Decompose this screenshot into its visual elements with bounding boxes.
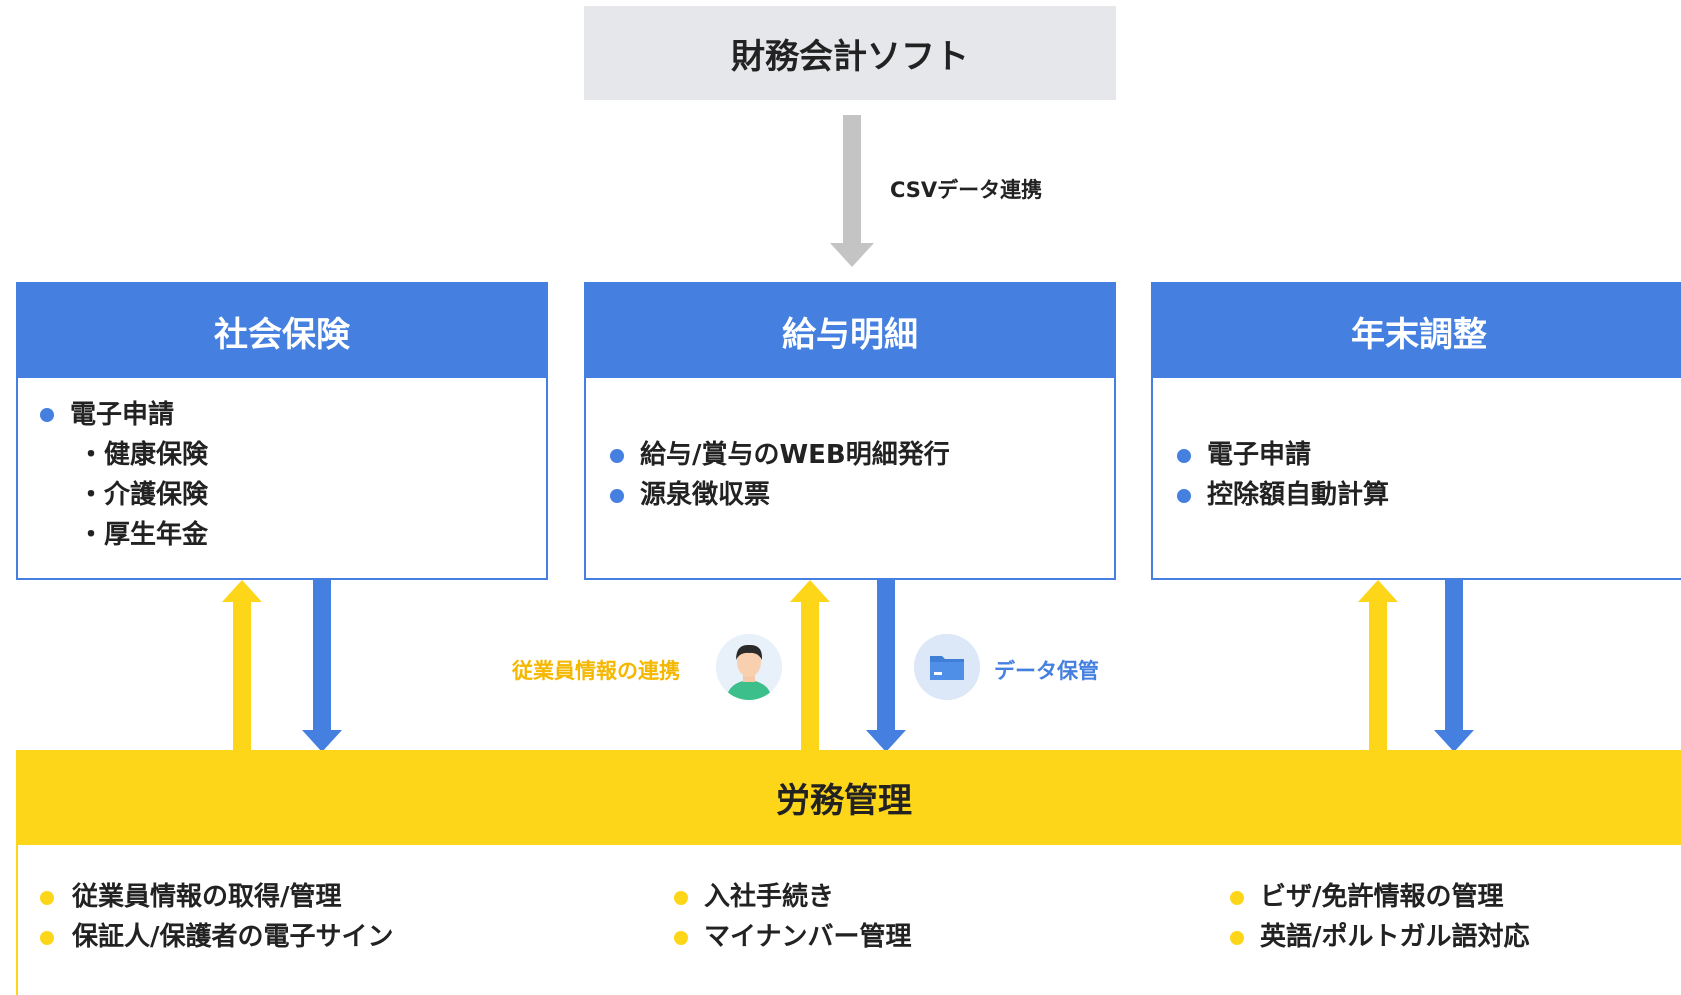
card-item: 電子申請 [1207, 440, 1312, 470]
folder-icon [914, 634, 980, 700]
labor-management-body: 従業員情報の取得/管理 保証人/保護者の電子サイン 入社手続き マイナンバー管理… [16, 845, 1681, 995]
bullet-icon [610, 489, 624, 503]
up-arrow-year-end [1358, 580, 1398, 750]
labor-item: 従業員情報の取得/管理 [72, 882, 342, 912]
labor-item: 英語/ポルトガル語対応 [1260, 922, 1530, 952]
card-item: 控除額自動計算 [1207, 480, 1390, 510]
down-arrow-social [302, 580, 342, 752]
data-storage-label: データ保管 [994, 659, 1099, 683]
person-avatar-icon [716, 634, 782, 700]
card-item: 電子申請 [70, 400, 175, 430]
labor-item: 入社手続き [704, 882, 835, 912]
card-year-end-adjustment: 年末調整 電子申請 控除額自動計算 [1151, 282, 1681, 580]
labor-management-panel: 労務管理 従業員情報の取得/管理 保証人/保護者の電子サイン 入社手続き マイナ… [16, 750, 1681, 995]
card-item: ・健康保険 [78, 440, 209, 470]
csv-arrow [830, 115, 874, 267]
bullet-icon [674, 931, 688, 945]
down-arrow-payslip [866, 580, 906, 752]
bullet-icon [1177, 449, 1191, 463]
up-arrow-social [222, 580, 262, 750]
financial-software-box: 財務会計ソフト [584, 6, 1116, 100]
bullet-icon [1230, 891, 1244, 905]
card-year-end-header: 年末調整 [1153, 284, 1681, 378]
card-social-insurance-title: 社会保険 [214, 314, 350, 355]
csv-link-label: CSVデータ連携 [890, 178, 1043, 202]
bullet-icon [1230, 931, 1244, 945]
bullet-icon [40, 891, 54, 905]
bullet-icon [610, 449, 624, 463]
bullet-icon [40, 408, 54, 422]
card-item: ・厚生年金 [78, 520, 209, 550]
up-arrow-payslip [790, 580, 830, 750]
labor-item: ビザ/免許情報の管理 [1260, 882, 1504, 912]
card-social-insurance: 社会保険 電子申請 ・健康保険 ・介護保険 ・厚生年金 [16, 282, 548, 580]
down-arrow-year-end [1434, 580, 1474, 752]
card-year-end-title: 年末調整 [1351, 314, 1487, 355]
labor-item: マイナンバー管理 [704, 922, 912, 952]
card-social-insurance-header: 社会保険 [18, 284, 546, 378]
bullet-icon [674, 891, 688, 905]
labor-management-header: 労務管理 [16, 750, 1681, 845]
card-item: ・介護保険 [78, 480, 209, 510]
financial-software-title: 財務会計ソフト [731, 36, 969, 77]
card-payslip-header: 給与明細 [586, 284, 1114, 378]
bullet-icon [40, 931, 54, 945]
card-item: 給与/賞与のWEB明細発行 [640, 440, 950, 470]
employee-link-label: 従業員情報の連携 [512, 659, 680, 683]
labor-management-title: 労務管理 [776, 781, 912, 821]
bullet-icon [1177, 489, 1191, 503]
card-item: 源泉徴収票 [640, 480, 771, 510]
card-payslip-title: 給与明細 [782, 314, 918, 355]
card-payslip: 給与明細 給与/賞与のWEB明細発行 源泉徴収票 [584, 282, 1116, 580]
labor-item: 保証人/保護者の電子サイン [72, 922, 394, 952]
